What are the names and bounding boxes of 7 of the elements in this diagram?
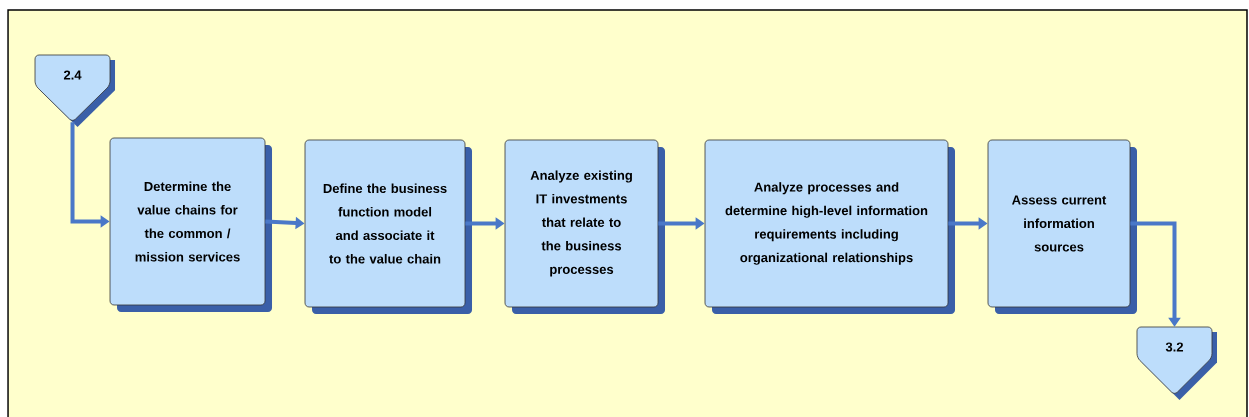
process-box: Determine the value chains for the common / mission services [109,137,272,312]
process-box: Analyze processes and determine high-level information requirements including organizational relationships [704,139,955,314]
process-box: Define the business function model and associate it to the value chain [304,139,472,314]
off-page-connector: 3.2 [1136,326,1217,400]
off-page-connector: 2.4 [34,54,115,127]
process-box: Analyze existing IT investments that relate to the business processes [504,139,665,314]
process-box: Assess current information sources [987,139,1137,314]
